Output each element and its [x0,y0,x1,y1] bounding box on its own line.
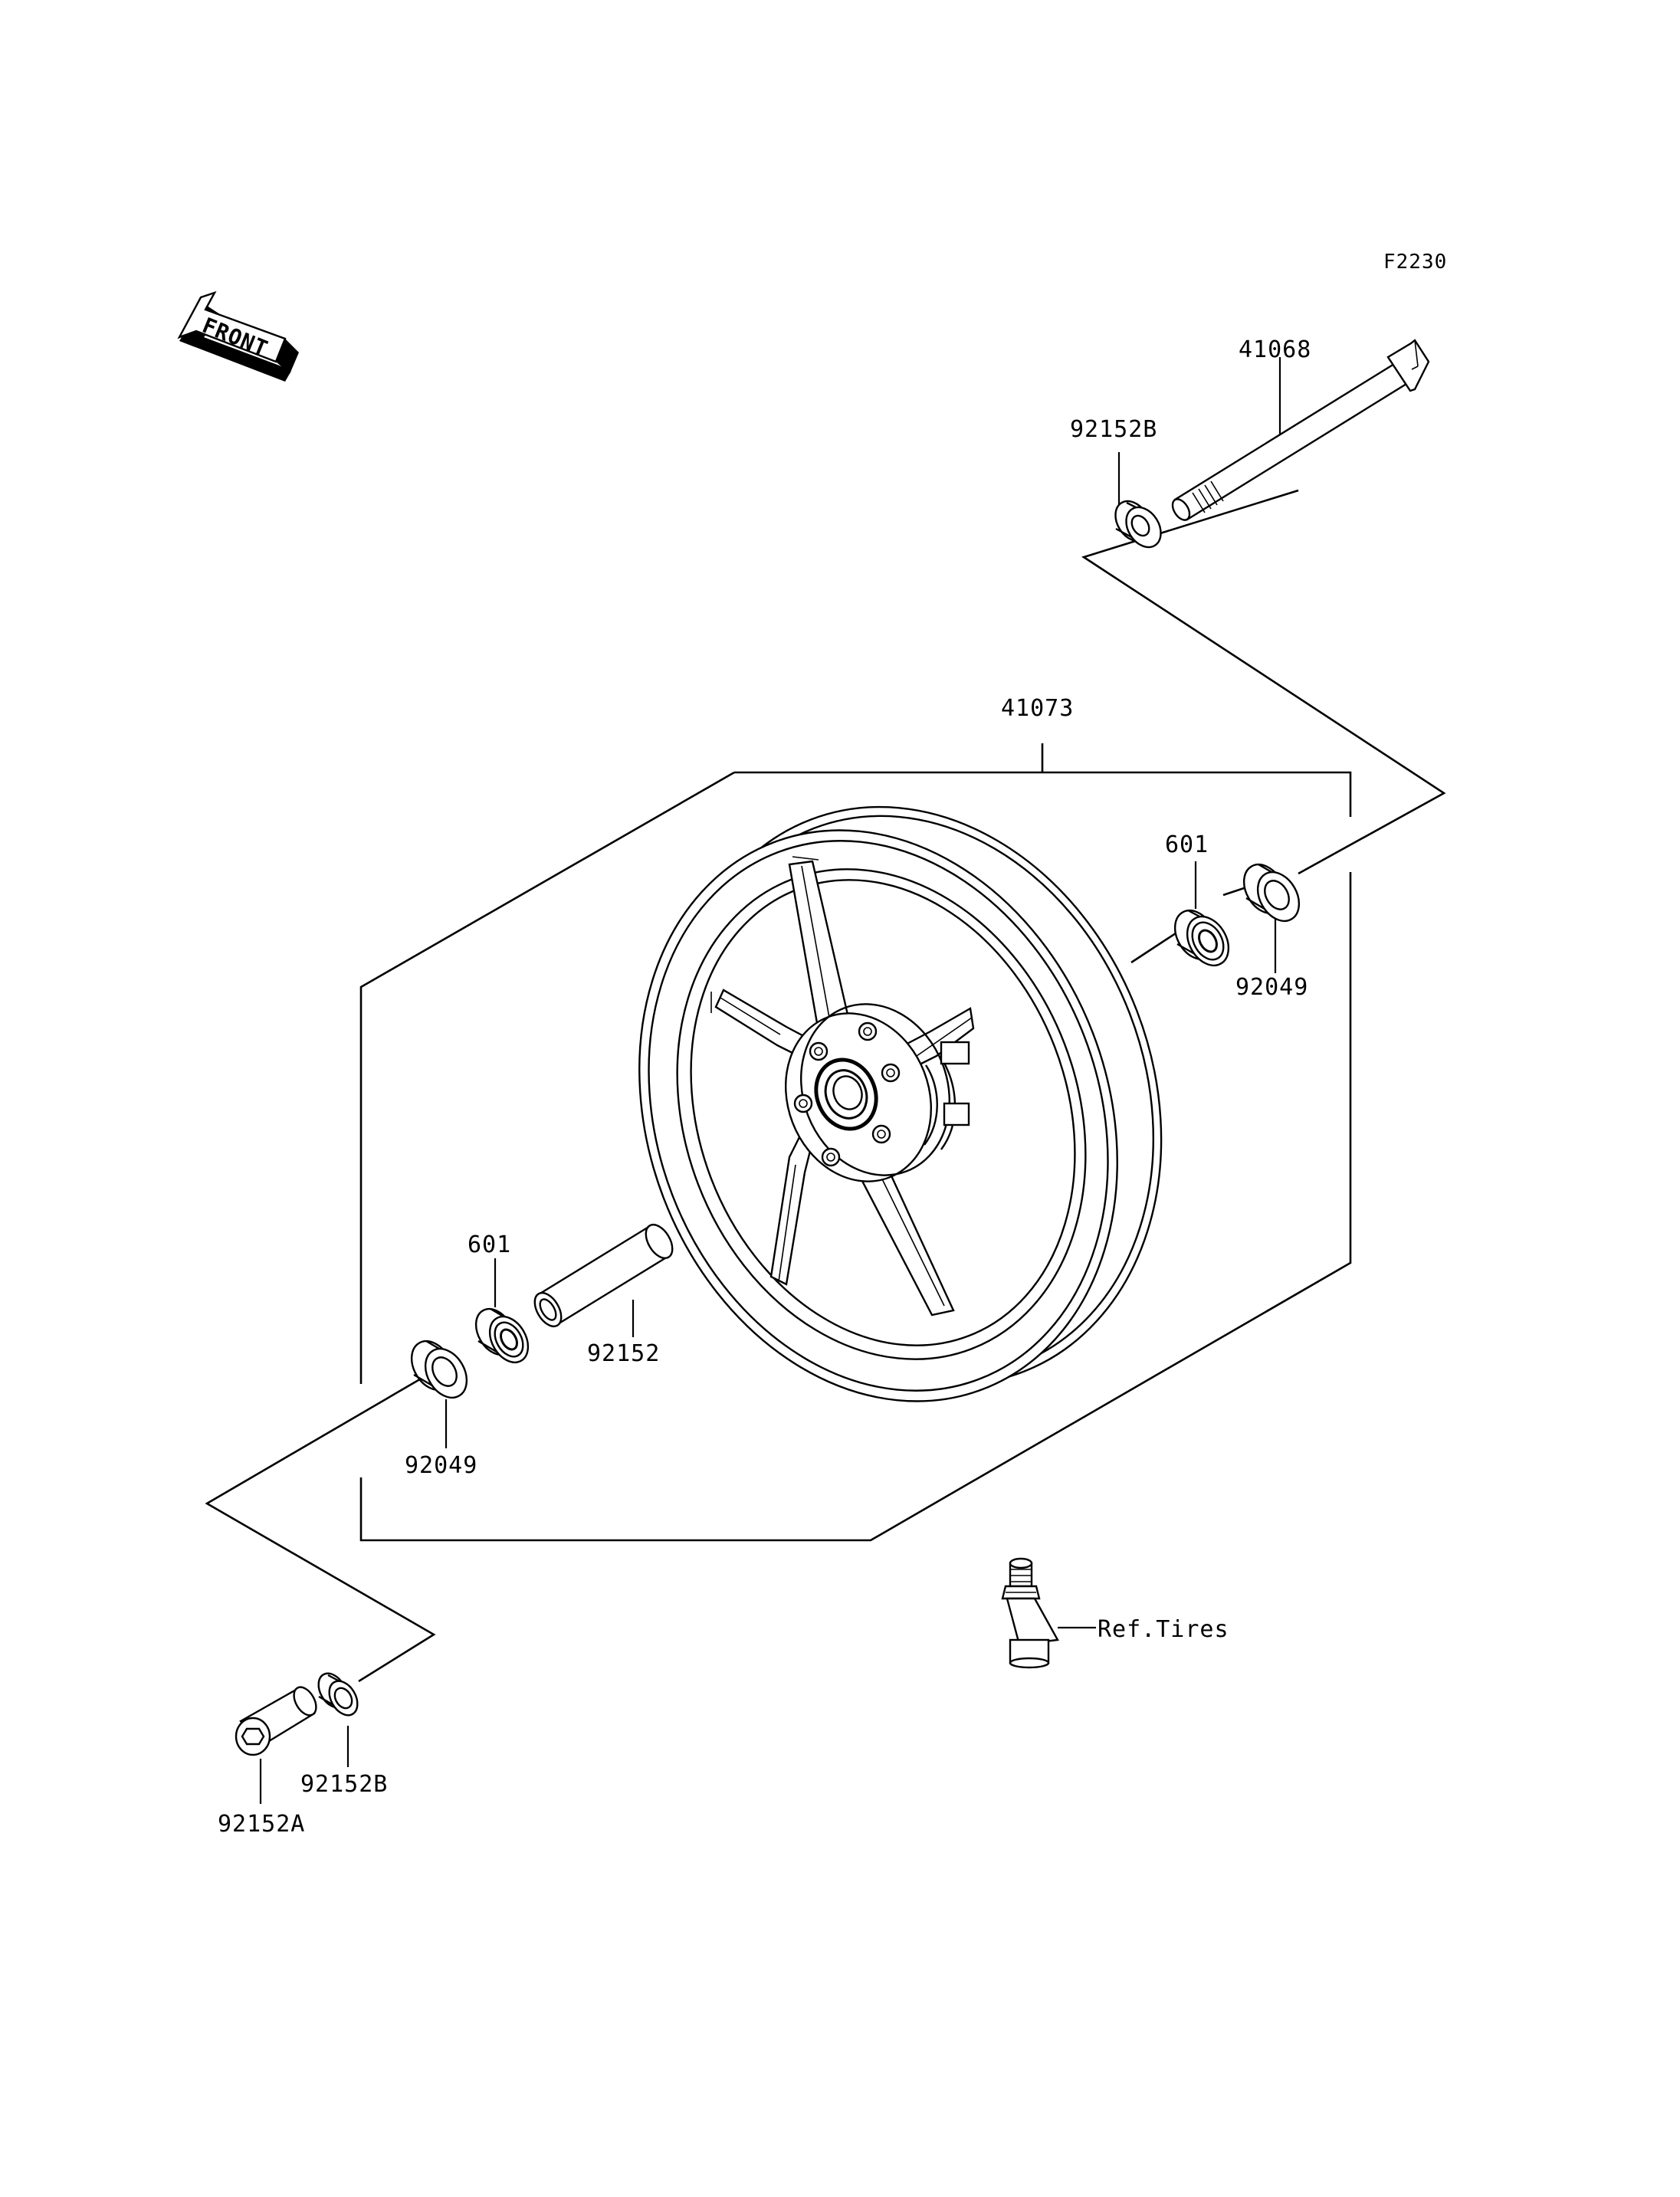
wheel [638,805,1163,1402]
label-92152B-right: 92152B [1070,416,1157,443]
part-labels: 41068 92152B 41073 601 92049 601 92152 9… [218,336,1311,1838]
front-arrow-icon: FRONT [177,290,299,382]
label-601-left: 601 [468,1231,511,1258]
label-92152B-left: 92152B [300,1771,388,1798]
label-41068: 41068 [1239,336,1311,363]
axle-shaft [1171,339,1430,521]
bearing-right [1173,909,1230,966]
spacer-tube [533,1224,674,1327]
label-92152A: 92152A [218,1811,305,1838]
label-601-right: 601 [1165,831,1209,858]
label-92049-right: 92049 [1235,974,1308,1001]
collar-a [235,1686,317,1756]
bearing-left [474,1307,530,1364]
label-92152: 92152 [587,1340,660,1367]
seal-right [1242,863,1301,922]
tire-valve-icon [1001,1557,1059,1669]
label-41073: 41073 [1001,695,1074,722]
collar-right [1114,500,1162,549]
label-92049-left: 92049 [405,1452,477,1479]
collar-left [317,1672,359,1717]
leader-lines [259,357,1281,1804]
figure-code: F2230 [1383,251,1447,274]
seal-left [410,1340,468,1399]
label-ref-tires: Ref.Tires [1098,1616,1229,1643]
